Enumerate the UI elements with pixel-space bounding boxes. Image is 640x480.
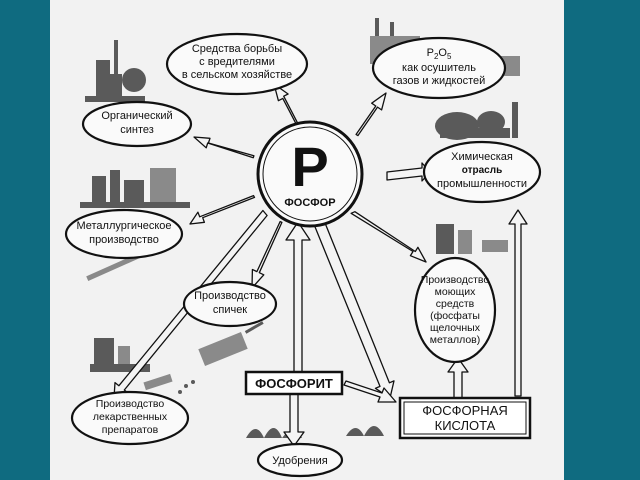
- diagram-panel: Средства борьбы с вредителями в сельском…: [50, 0, 564, 480]
- pest-control-line-2: с вредителями: [199, 56, 275, 68]
- tanks-illustration-right: [435, 102, 518, 140]
- arrow-acid-to-detergents: [447, 357, 469, 401]
- organic-line-2: синтез: [120, 124, 154, 136]
- matchbox-illustration: [198, 321, 264, 366]
- detergents-line-2: моющих: [435, 286, 476, 298]
- matches-line-2: спичек: [213, 304, 247, 316]
- matches-line-1: Производство: [194, 290, 266, 302]
- phosphoric-acid-line-2: КИСЛОТА: [435, 418, 496, 433]
- p2o5-formula: P2O5: [427, 47, 452, 61]
- detergents-line-1: Производство: [421, 274, 490, 286]
- phosphoric-acid-line-1: ФОСФОРНАЯ: [422, 403, 508, 418]
- node-p2o5: P2O5 как осушитель газов и жидкостей: [371, 36, 507, 100]
- arrow-to-p2o5: [355, 92, 387, 137]
- node-organic-synthesis: Органический синтез: [81, 100, 193, 148]
- node-pest-control: Средства борьбы с вредителями в сельском…: [165, 32, 309, 96]
- pest-control-line-3: в сельском хозяйстве: [182, 69, 292, 81]
- arrow-acid-to-chemical: [508, 209, 528, 397]
- pest-control-line-1: Средства борьбы: [192, 43, 282, 55]
- node-chemical-industry: Химическая отрасль промышленности: [422, 140, 542, 204]
- detergents-line-6: металлов): [430, 334, 481, 346]
- chemicals-illustration-right: [436, 224, 508, 254]
- phosphorus-symbol: P: [291, 135, 328, 198]
- phosphorite-label: ФОСФОРИТ: [255, 376, 333, 391]
- arrow-to-phosphoric-acid: [310, 213, 395, 399]
- box-phosphoric-acid: ФОСФОРНАЯ КИСЛОТА: [398, 396, 532, 440]
- chemical-line-3: промышленности: [437, 178, 527, 190]
- bottles-illustration-left: [90, 338, 150, 372]
- factory-illustration-top-left: [85, 40, 146, 102]
- center-phosphorus: P ФОСФОР: [256, 120, 364, 228]
- metallurgy-line-2: производство: [89, 234, 159, 246]
- arrow-phosphorite-to-fertilizers: [283, 391, 305, 447]
- p2o5-line-2: газов и жидкостей: [393, 75, 486, 87]
- node-pharmaceuticals: Производство лекарственных препаратов: [70, 390, 190, 446]
- arrow-to-metallurgy: [189, 194, 256, 225]
- organic-line-1: Органический: [101, 110, 172, 122]
- phosphorus-name: ФОСФОР: [284, 197, 335, 209]
- fertilizers-label: Удобрения: [272, 455, 327, 467]
- pharma-line-2: лекарственных: [93, 411, 168, 423]
- grass-illustration: [246, 426, 384, 438]
- arrow-phosphorite-to-center: [285, 221, 311, 373]
- arrow-to-matches: [251, 220, 283, 289]
- detergents-line-4: (фосфаты: [430, 310, 480, 322]
- detergents-line-3: средств: [436, 298, 475, 310]
- pills-illustration: [143, 373, 195, 394]
- arrow-phosphorite-to-acid: [343, 380, 397, 403]
- phosphorus-diagram: Средства борьбы с вредителями в сельском…: [64, 18, 542, 478]
- pharma-line-3: препаратов: [102, 424, 159, 436]
- node-matches: Производство спичек: [182, 280, 278, 328]
- pharma-line-1: Производство: [96, 398, 165, 410]
- node-metallurgy: Металлургическое производство: [64, 208, 184, 260]
- metallurgy-line-1: Металлургическое: [76, 220, 171, 232]
- detergents-line-5: щелочных: [430, 322, 481, 334]
- arrow-to-detergents: [350, 211, 427, 263]
- chemical-line-1: Химическая: [451, 151, 513, 163]
- p2o5-line-1: как осушитель: [402, 62, 476, 74]
- box-phosphorite: ФОСФОРИТ: [244, 370, 344, 396]
- plant-illustration-left: [80, 168, 190, 208]
- arrow-to-organic: [193, 136, 255, 159]
- node-fertilizers: Удобрения: [256, 442, 344, 478]
- node-detergents: Производство моющих средств (фосфаты щел…: [413, 256, 497, 364]
- chemical-line-2: отрасль: [462, 165, 503, 176]
